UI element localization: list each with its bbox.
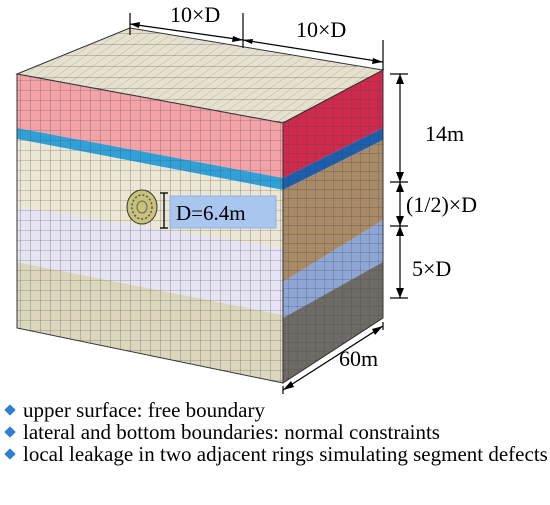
note-item: lateral and bottom boundaries: normal co… [4, 421, 550, 443]
note-text: upper surface: free boundary [23, 398, 265, 422]
note-text: local leakage in two adjacent rings simu… [23, 442, 548, 466]
boundary-notes: upper surface: free boundary lateral and… [4, 399, 550, 465]
note-item: local leakage in two adjacent rings simu… [4, 443, 550, 465]
diamond-bullet-icon [4, 448, 16, 460]
side-face [283, 70, 383, 383]
half-diameter-dimension: (1/2)×D [406, 192, 477, 217]
diameter-label: D=6.4m [160, 192, 277, 229]
tunnel-diameter-text: D=6.4m [176, 201, 246, 225]
top-dimensions [129, 13, 384, 70]
right-dimensions [390, 73, 408, 299]
diamond-bullet-icon [4, 426, 16, 438]
top-left-dimension: 10×D [170, 2, 220, 27]
top-right-dimension: 10×D [296, 17, 346, 42]
soil-above-dimension: 14m [425, 121, 464, 146]
diamond-bullet-icon [4, 404, 16, 416]
tunnel-opening [126, 189, 158, 225]
model-length-dimension: 60m [339, 346, 378, 371]
note-item: upper surface: free boundary [4, 399, 550, 421]
length-dimension [282, 322, 384, 394]
note-text: lateral and bottom boundaries: normal co… [23, 420, 440, 444]
soil-below-dimension: 5×D [412, 256, 451, 281]
soil-model-diagram: D=6.4m 10×D 10×D 14m (1/2)×D 5×D [15, 2, 477, 394]
